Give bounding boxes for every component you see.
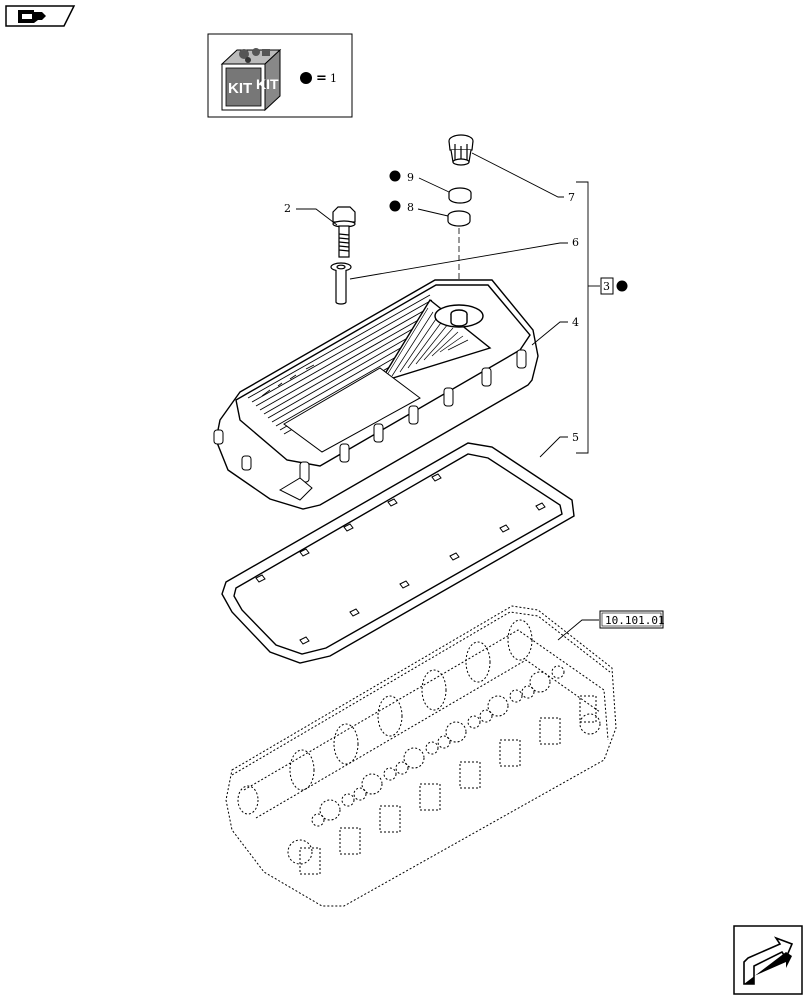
callout-6: 6 xyxy=(572,236,579,249)
reference-label: 10.101.01 xyxy=(605,614,665,627)
callout-5: 5 xyxy=(572,431,579,444)
callout-8: 8 xyxy=(407,201,414,214)
prev-page-icon[interactable] xyxy=(5,5,76,27)
bolt xyxy=(332,206,356,258)
callout-4: 4 xyxy=(572,316,579,329)
kit-label-left: KIT xyxy=(228,80,252,97)
cover-gasket xyxy=(221,442,575,664)
spacer-sleeve xyxy=(330,262,352,305)
valve-cover xyxy=(213,279,539,510)
kit-dot-icon xyxy=(300,72,312,84)
kit-equals: = xyxy=(316,71,327,86)
kit-box-icon: KIT KIT xyxy=(220,48,282,112)
kit-dot-9-icon xyxy=(389,170,401,182)
leader-lines xyxy=(296,152,600,641)
kit-legend-box: KIT KIT = 1 xyxy=(207,33,353,118)
valve-seat-clusters xyxy=(311,665,565,827)
group-ref-label: 3 xyxy=(603,280,610,293)
kit-ref: 1 xyxy=(330,72,337,85)
callout-9: 9 xyxy=(407,171,414,184)
cover-bosses xyxy=(213,349,527,483)
seal-ring-8 xyxy=(447,210,471,227)
cylinder-head-reference xyxy=(225,605,617,907)
kit-dot-8-icon xyxy=(389,200,401,212)
oil-filler-cap xyxy=(448,134,474,166)
callout-2: 2 xyxy=(284,202,291,215)
cylinder-ports xyxy=(237,619,533,815)
next-page-icon[interactable] xyxy=(733,925,803,995)
reference-box-10-101-01[interactable]: 10.101.01 xyxy=(599,610,665,629)
kit-label-right: KIT xyxy=(256,76,279,92)
kit-dot-group-icon xyxy=(616,280,628,292)
seal-ring-9 xyxy=(448,187,472,204)
group-ref-box[interactable]: 3 xyxy=(600,277,614,295)
callout-7: 7 xyxy=(568,191,575,204)
